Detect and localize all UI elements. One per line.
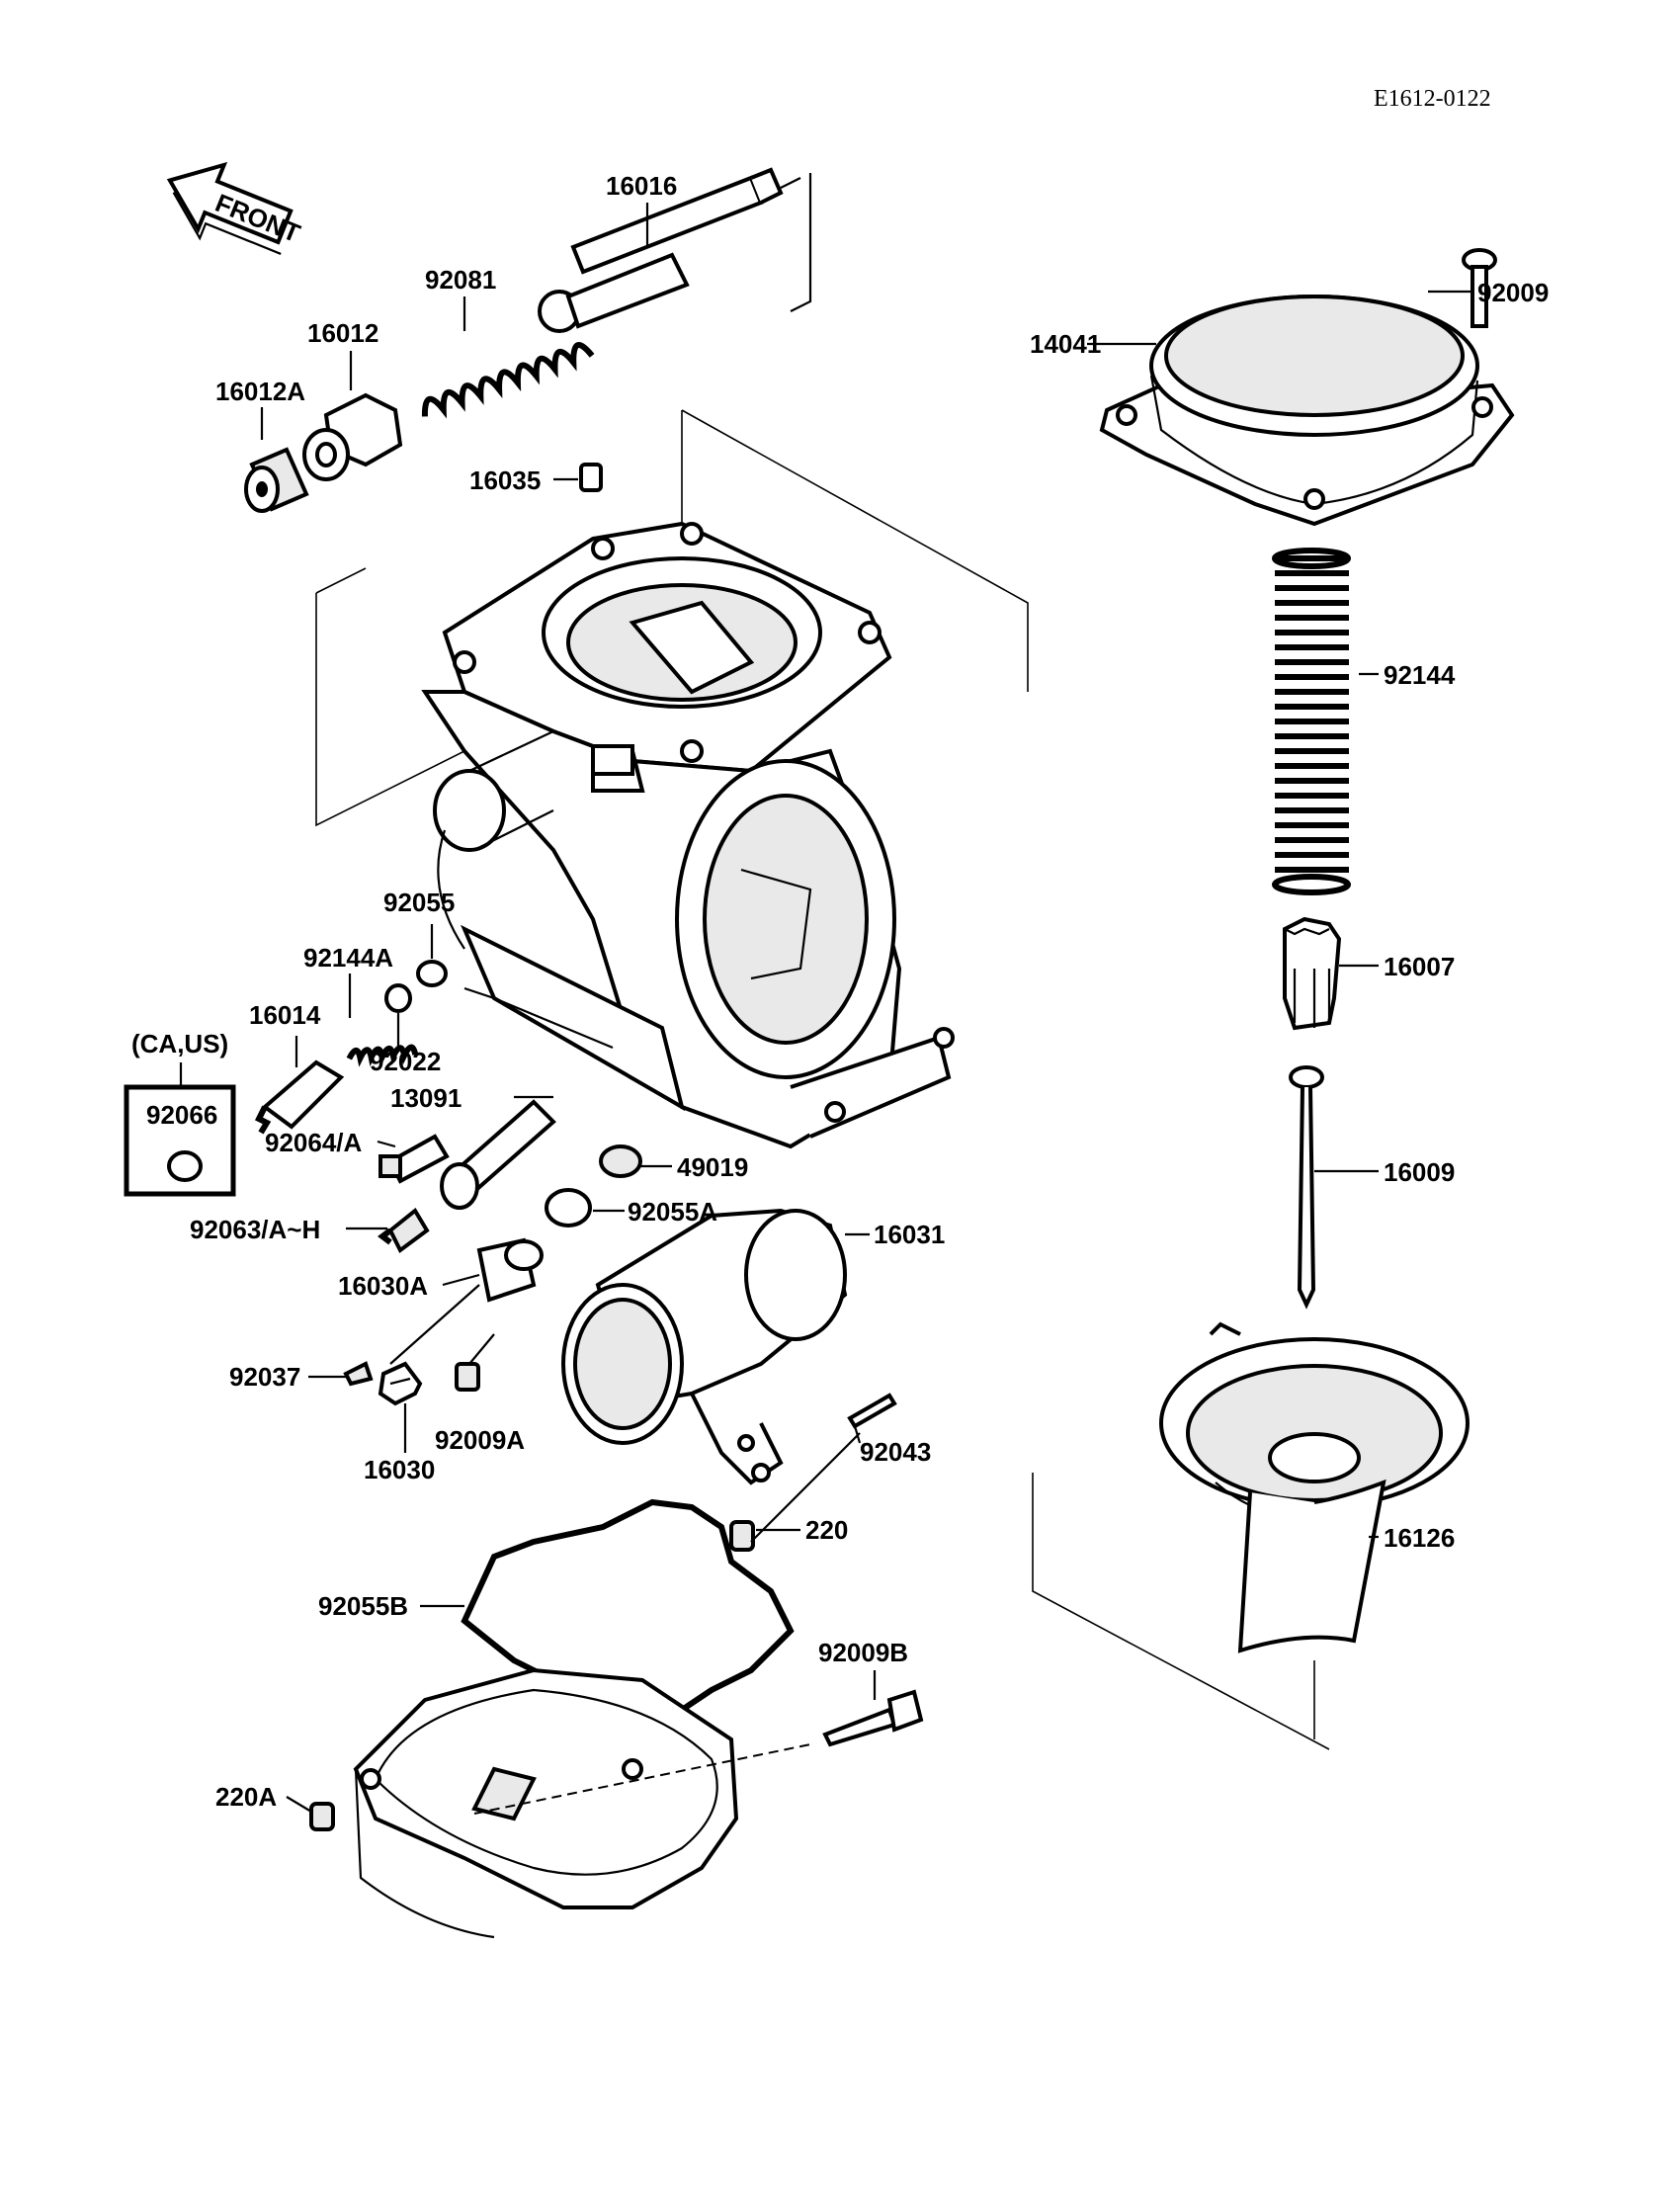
part-92009B-drawing: [822, 1689, 924, 1747]
label-92063AH: 92063/A~H: [190, 1215, 320, 1244]
part-16030-drawing: [378, 1361, 423, 1406]
part-92064A-drawing: [378, 1134, 450, 1184]
part-92081-spring-drawing: [421, 342, 595, 419]
label-220: 220: [805, 1515, 848, 1545]
part-92063-drawing: [378, 1208, 430, 1254]
label-92144: 92144: [1384, 660, 1456, 690]
part-labels: 16016 92081 16012 16012A 16035 92055 921…: [146, 171, 1549, 1812]
variant-box: (CA,US): [124, 1029, 236, 1197]
variant-label: (CA,US): [131, 1029, 228, 1059]
front-arrow-icon: FRONT: [166, 161, 304, 255]
label-16031: 16031: [874, 1220, 945, 1249]
label-14041: 14041: [1030, 329, 1101, 359]
alignment-dashed-line: [473, 1743, 811, 1815]
part-13091-drawing: [440, 1099, 556, 1210]
part-92022-drawing: [384, 983, 412, 1013]
label-13091: 13091: [390, 1083, 462, 1113]
label-16012: 16012: [307, 318, 378, 348]
label-92009: 92009: [1477, 278, 1549, 307]
label-16009: 16009: [1384, 1157, 1455, 1187]
part-16012A-drawing: [244, 447, 309, 513]
part-16007-drawing: [1283, 916, 1342, 1031]
part-92144-spring-drawing: [1275, 550, 1349, 892]
label-92009B: 92009B: [818, 1638, 908, 1667]
part-92055-ring-drawing: [416, 960, 448, 987]
label-49019: 49019: [677, 1152, 748, 1182]
diagram-code: E1612-0122: [1374, 86, 1491, 112]
part-92009-screw-drawing: [1462, 248, 1497, 328]
float-bowl-drawing: [353, 1667, 739, 1939]
label-92055: 92055: [383, 888, 455, 917]
part-49019-drawing: [599, 1144, 642, 1178]
label-16030A: 16030A: [338, 1271, 428, 1301]
label-92066: 92066: [146, 1100, 217, 1130]
label-92064A: 92064/A: [265, 1128, 363, 1157]
part-16126-piston-drawing: [1032, 1321, 1470, 1750]
label-92022: 92022: [370, 1047, 441, 1076]
part-92043-drawing: [847, 1393, 897, 1429]
label-92043: 92043: [860, 1437, 931, 1467]
label-220A: 220A: [215, 1782, 277, 1812]
part-16031-drawing: [561, 1208, 848, 1485]
label-16035: 16035: [469, 466, 541, 495]
part-16030A-drawing: [476, 1237, 544, 1303]
label-16016: 16016: [606, 171, 677, 201]
label-16030: 16030: [364, 1455, 435, 1484]
part-16016-drawing: [538, 167, 812, 333]
label-16012A: 16012A: [215, 377, 305, 406]
label-92055A: 92055A: [628, 1197, 717, 1227]
part-16014-drawing: [254, 1059, 345, 1135]
part-92055A-ring-drawing: [545, 1188, 592, 1228]
part-16035-drawing: [579, 463, 603, 492]
label-16126: 16126: [1384, 1523, 1455, 1553]
part-92009A-drawing: [455, 1362, 480, 1392]
part-92037-drawing: [343, 1361, 374, 1387]
carburetor-body-drawing: [315, 409, 1029, 1149]
part-92144A-spring-drawing: [346, 1044, 419, 1067]
label-92009A: 92009A: [435, 1425, 525, 1455]
label-16014: 16014: [249, 1000, 321, 1030]
label-16007: 16007: [1384, 952, 1455, 981]
label-92055B: 92055B: [318, 1591, 408, 1621]
part-220-drawing: [729, 1520, 755, 1552]
part-220A-drawing: [309, 1802, 335, 1831]
leader-lines: [262, 203, 1472, 1813]
part-14041-cover-drawing: [1099, 295, 1515, 527]
label-92081: 92081: [425, 265, 496, 295]
part-16009-needle-drawing: [1289, 1065, 1324, 1310]
label-92037: 92037: [229, 1362, 300, 1392]
label-92144A: 92144A: [303, 943, 393, 973]
part-16012-drawing: [302, 392, 403, 481]
